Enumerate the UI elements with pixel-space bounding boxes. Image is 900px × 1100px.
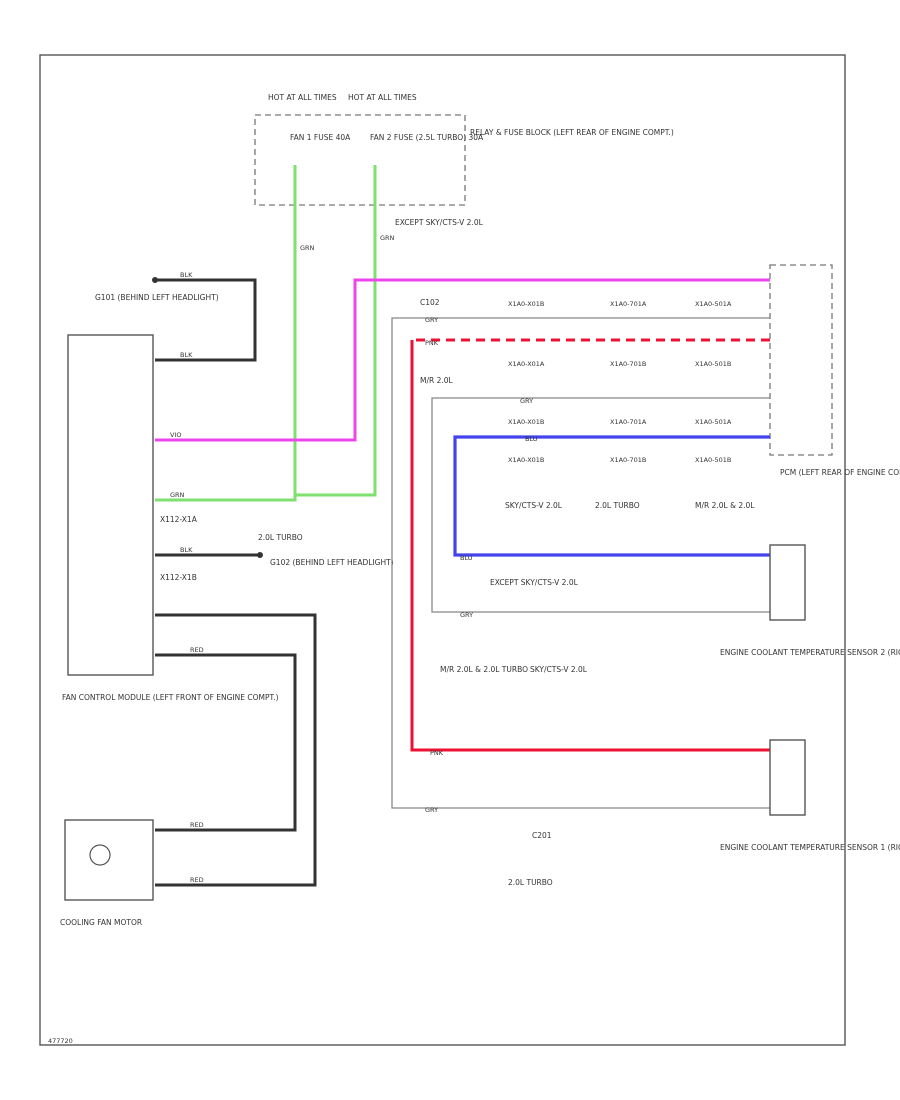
pin-52b: X1A0-501B: [695, 456, 731, 464]
g101-label: G101 (BEHIND LEFT HEADLIGHT): [95, 293, 219, 302]
fan-control-module-box: [67, 334, 154, 676]
red-wire-label-2: RED: [190, 821, 204, 829]
except-top-label: EXCEPT SKY/CTS-V 2.0L: [395, 218, 484, 227]
grey-wire-ect1: [391, 317, 770, 809]
pcm-outline: [769, 264, 833, 456]
sky-label-2: SKY/CTS-V 2.0L: [530, 665, 588, 674]
c102-label: C102: [420, 298, 440, 307]
green-wire-label-2: GRN: [380, 234, 395, 242]
pcm-label: PCM (LEFT REAR OF ENGINE COMPT.): [780, 468, 900, 477]
pin-51b: X1A0-501B: [695, 360, 731, 368]
grey-wire-label-2: GRY: [425, 806, 438, 814]
pin-72b: X1A0-701B: [610, 456, 646, 464]
pin-x1a-2: X1A0-X01A: [508, 360, 545, 368]
pink-wire-label: PNK: [425, 339, 439, 347]
black-wire-label-1: BLK: [180, 271, 193, 279]
green-wire-label-1: GRN: [300, 244, 315, 252]
pin-51a: X1A0-501A: [695, 300, 732, 308]
red-wire-label-1: RED: [190, 646, 204, 654]
fan-control-module-label: FAN CONTROL MODULE (LEFT FRONT OF ENGINE…: [62, 693, 279, 702]
cooling-fan-motor-box: [64, 819, 154, 901]
mr2-label: M/R 2.0L & 2.0L TURBO: [440, 665, 528, 674]
fuse-block-outline: [254, 114, 466, 206]
green-wire-fan2: [295, 165, 377, 497]
grey-wire-label-1: GRY: [425, 316, 438, 324]
footer-code: 477720: [48, 1037, 73, 1045]
grey-wire-label-4: GRY: [460, 611, 473, 619]
red-wire-ect1: [410, 340, 770, 752]
fuse-block-label: RELAY & FUSE BLOCK (LEFT REAR OF ENGINE …: [470, 128, 674, 137]
green-wire-fan1: [155, 165, 297, 502]
ect1-sensor-box: [769, 739, 806, 816]
fuse-1-label: FAN 1 FUSE 40A: [290, 133, 351, 142]
mr-label: M/R 2.0L: [420, 376, 454, 385]
black-wire-fan-motor-1: [155, 613, 317, 887]
blue-wire-ect2: [453, 435, 770, 557]
diagram-frame: [39, 54, 846, 1046]
blue-wire-label-1: BLU: [525, 435, 538, 443]
black-wire-ground-loop: [155, 278, 257, 362]
g101-ground-icon: [152, 277, 158, 283]
pink-wire-label-2: PNK: [430, 749, 444, 757]
grey-wire-ect2: [431, 397, 770, 613]
fuse-2-label: FAN 2 FUSE (2.5L TURBO) 30A: [370, 133, 484, 142]
ect1-label: ENGINE COOLANT TEMPERATURE SENSOR 1 (RIG…: [720, 843, 900, 852]
sky-label-1: SKY/CTS-V 2.0L: [505, 501, 563, 510]
pin-71a: X1A0-701A: [610, 300, 647, 308]
c201-label: C201: [532, 831, 552, 840]
red-wire-label-3: RED: [190, 876, 204, 884]
x112-x1b-label: X112-X1B: [160, 573, 197, 582]
pink-wire-fan-control: [155, 278, 770, 442]
blue-wire-label-2: BLU: [460, 554, 473, 562]
pin-52a: X1A0-501A: [695, 418, 732, 426]
black-wire-label-3: BLK: [180, 546, 193, 554]
turbo-mid-label: 2.0L TURBO: [595, 501, 640, 510]
black-wire-label-2: BLK: [180, 351, 193, 359]
hot-at-all-times-1: HOT AT ALL TIMES: [268, 93, 337, 102]
pin-71b: X1A0-701B: [610, 360, 646, 368]
g102-label: G102 (BEHIND LEFT HEADLIGHT): [270, 558, 394, 567]
pin-x1b-2: X1A0-X01B: [508, 456, 544, 464]
pin-x1a-1: X1A0-X01B: [508, 300, 544, 308]
g102-ground-icon: [257, 552, 263, 558]
ect2-label: ENGINE COOLANT TEMPERATURE SENSOR 2 (RIG…: [720, 648, 900, 657]
motor-icon: [89, 844, 111, 866]
pin-x1b-1: X1A0-X01B: [508, 418, 544, 426]
black-wire-fan-motor-2: [155, 653, 297, 832]
violet-wire-label: VIO: [170, 431, 181, 439]
hot-at-all-times-2: HOT AT ALL TIMES: [348, 93, 417, 102]
cooling-fan-motor-label: COOLING FAN MOTOR: [60, 918, 142, 927]
pin-72a: X1A0-701A: [610, 418, 647, 426]
grey-wire-label-3: GRY: [520, 397, 533, 405]
mr3-label: M/R 2.0L & 2.0L: [695, 501, 755, 510]
x112-x1a-label: X112-X1A: [160, 515, 198, 524]
turbo-bottom-label: 2.0L TURBO: [508, 878, 553, 887]
green-wire-label-3: GRN: [170, 491, 185, 499]
turbo-top-label: 2.0L TURBO: [258, 533, 303, 542]
except-mid-label: EXCEPT SKY/CTS-V 2.0L: [490, 578, 579, 587]
ect2-sensor-box: [769, 544, 806, 621]
